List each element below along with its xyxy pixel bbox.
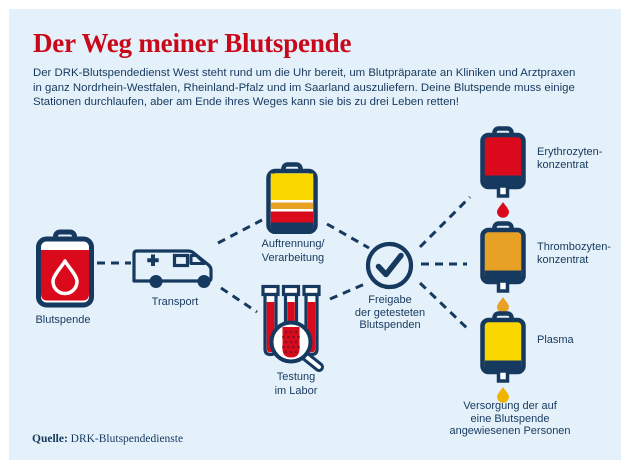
page-title: Der Weg meiner Blutspende [33, 28, 352, 58]
source-label: Quelle: [32, 433, 68, 445]
blutspende-label: Blutspende [35, 314, 91, 326]
blood-bag-icon [36, 229, 94, 308]
ambulance-icon [132, 249, 213, 288]
plasma-label: Plasma [537, 334, 630, 347]
auftrennung-label-line2: Verarbeitung [261, 252, 325, 264]
magnifier-icon [269, 320, 324, 372]
red-product-bag-icon [480, 126, 526, 218]
versorgung-line1: Versorgung der auf [463, 400, 557, 412]
freigabe-label-line2: der getesteten [354, 306, 426, 319]
intro-text: Der DRK-Blutspendedienst West steht rund… [33, 66, 598, 110]
versorgung-text: Versorgung der auf eine Blutspende angew… [440, 400, 580, 438]
intro-line-3: Stationen durchlaufen, aber am Ende ihre… [33, 96, 459, 108]
checkmark-circle-icon [365, 241, 414, 290]
testung-label-line2: im Labor [274, 385, 318, 397]
orange-product-bag-icon [480, 221, 526, 313]
auftrennung-label-line1: Auftrennung/ [261, 238, 325, 250]
testung-label-line1: Testung [276, 371, 316, 383]
red-drop-icon [497, 202, 509, 218]
intro-line-2: in ganz Nordrhein-Westfalen, Rheinland-P… [33, 81, 575, 94]
thrombozyten-label: Thrombozyten- konzentrat [537, 241, 630, 266]
separation-bag-icon [266, 162, 318, 234]
test-tubes-magnifier-icon [261, 284, 324, 372]
freigabe-label-line1: Freigabe [368, 294, 412, 306]
orange-drop-icon [497, 297, 509, 313]
yellow-product-bag-icon [480, 311, 526, 403]
erythrozyten-label-line1: Erythrozyten- [537, 146, 603, 158]
thrombozyten-label-line1: Thrombozyten- [537, 241, 611, 253]
freigabe-label: Freigabe der getesteten Blutspenden [344, 294, 436, 332]
yellow-drop-icon [497, 387, 509, 403]
source-value: DRK-Blutspendedienste [70, 433, 184, 445]
cross-icon [147, 254, 159, 266]
erythrozyten-label: Erythrozyten- konzentrat [537, 146, 630, 171]
source-line: Quelle: DRK-Blutspendedienste [32, 433, 183, 445]
freigabe-label-line3: Blutspenden [359, 319, 421, 331]
plasma-label-line1: Plasma [537, 334, 574, 346]
transport-label: Transport [151, 296, 199, 308]
intro-line-1: Der DRK-Blutspendedienst West steht rund… [33, 67, 576, 79]
erythrozyten-label-line2: konzentrat [537, 158, 589, 171]
testung-label: Testung im Labor [256, 370, 336, 398]
versorgung-line3: angewiesenen Personen [449, 425, 571, 437]
versorgung-line2: eine Blutspende [470, 412, 550, 425]
thrombozyten-label-line2: konzentrat [537, 253, 589, 266]
auftrennung-label: Auftrennung/ Verarbeitung [250, 237, 336, 265]
